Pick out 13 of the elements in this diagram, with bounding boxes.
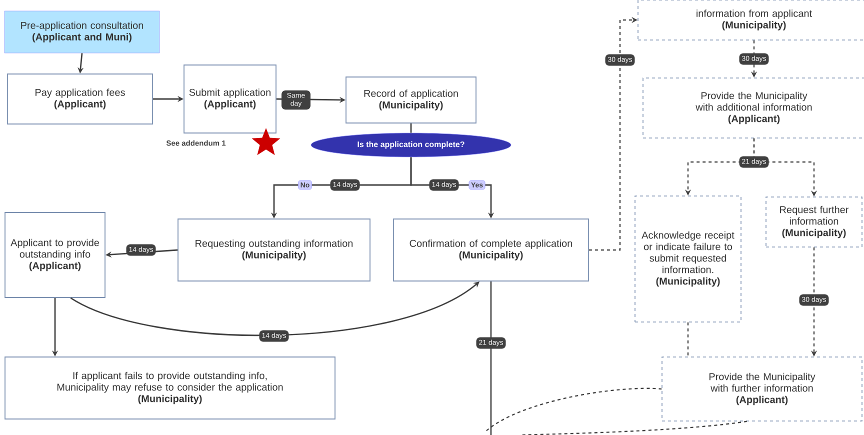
process-box: Request further information (Municipality) — [766, 196, 862, 248]
process-box: If applicant fails to provide outstanding info, Municipality may refuse to consider the application (Municipality) — [4, 356, 336, 420]
process-box: Acknowledge receipt or indicate failure to submit requested information. (Municipality) — [634, 196, 742, 322]
process-box: Provide the Municipality with further information (Applicant) — [662, 356, 862, 422]
process-box: Record of application (Municipality) — [346, 76, 476, 124]
process-box: Submit application (Applicant) — [184, 64, 276, 134]
process-box: Pay application fees (Applicant) — [7, 74, 153, 124]
process-box: Requesting outstanding information (Municipality) — [178, 218, 370, 282]
process-box: Applicant to provide outstanding info (Applicant) — [4, 212, 106, 298]
process-box: Confirmation of complete application (Municipality) — [393, 218, 589, 282]
process-box: information from applicant (Municipality) — [638, 0, 864, 40]
process-box: Provide the Municipality with additional information (Applicant) — [642, 78, 864, 138]
process-box: Pre-application consultation (Applicant and Muni) — [4, 10, 160, 54]
